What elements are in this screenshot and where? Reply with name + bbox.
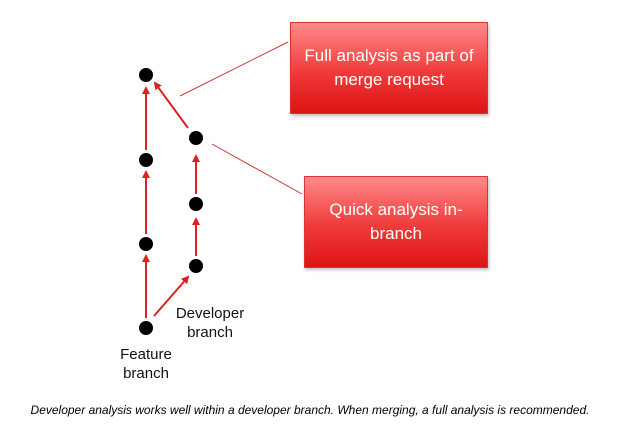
developer-node-3 — [189, 131, 203, 145]
developer-branch-label: Developer branch — [175, 305, 245, 341]
feature-node-2 — [139, 237, 153, 251]
developer-node-2 — [189, 197, 203, 211]
arrow-fork — [153, 275, 190, 317]
quick-analysis-text: Quick analysis in-branch — [329, 200, 463, 243]
full-analysis-callout: Full analysis as part of merge request — [290, 22, 488, 114]
feature-node-1 — [139, 321, 153, 335]
quick-analysis-callout: Quick analysis in-branch — [304, 176, 488, 268]
feature-node-3 — [139, 153, 153, 167]
feature-branch-label: Feature branch — [120, 346, 172, 382]
feature-node-4 — [139, 68, 153, 82]
full-analysis-text: Full analysis as part of merge request — [304, 46, 474, 89]
connector-full — [179, 41, 289, 97]
figure-caption: Developer analysis works well within a d… — [30, 403, 590, 417]
developer-node-1 — [189, 259, 203, 273]
connector-quick — [211, 143, 303, 195]
arrow-merge — [153, 81, 189, 129]
